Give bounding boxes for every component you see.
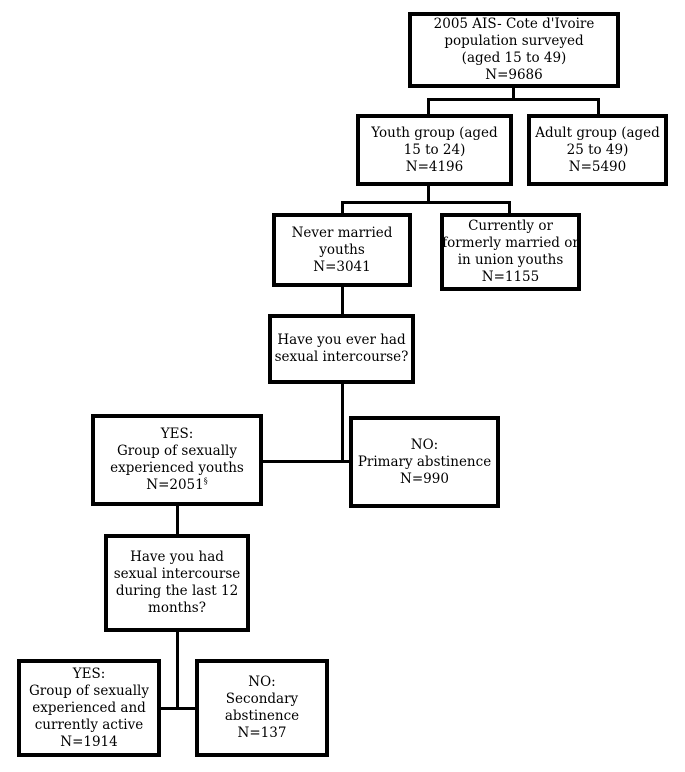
- node-yes1-count-text: N=2051: [146, 477, 204, 493]
- node-yes1-line-3: experienced youths: [110, 460, 244, 476]
- node-no2: NO: Secondary abstinence N=137: [195, 659, 329, 757]
- node-no1-line-2: Primary abstinence: [357, 453, 492, 470]
- node-yes2-line-1: YES:: [72, 665, 106, 682]
- node-survey-line-2: population surveyed: [444, 33, 584, 49]
- node-yes2-line-2: Group of sexually: [29, 682, 149, 699]
- node-never-married-line-2: youths: [319, 241, 365, 258]
- connector-survey-branch: [427, 98, 600, 101]
- node-no2-line-3: abstinence: [224, 708, 300, 724]
- connector-youth-branch: [341, 201, 511, 204]
- node-never-married-line-3: N=3041: [313, 258, 371, 275]
- node-adult-line-1: Adult group (aged: [535, 124, 660, 141]
- node-youth-line-2: 15 to 24): [403, 141, 466, 158]
- footnote-mark: §: [203, 476, 208, 486]
- node-question1-line-1: Have you ever had: [277, 332, 406, 348]
- node-question2-line-2: sexual intercourse: [113, 566, 241, 582]
- node-no2-line-1: NO:: [248, 674, 276, 690]
- node-question1: Have you ever had sexual intercourse?: [268, 314, 415, 384]
- node-survey-line-1: 2005 AIS- Cote d'Ivoire: [433, 16, 595, 32]
- node-youth: Youth group (aged 15 to 24) N=4196: [356, 114, 513, 186]
- node-yes1: YES: Group of sexually experienced youth…: [91, 414, 263, 506]
- connector-to-married: [508, 201, 511, 215]
- node-youth-line-3: N=4196: [405, 158, 464, 175]
- node-survey: 2005 AIS- Cote d'Ivoire population surve…: [408, 12, 620, 88]
- node-survey-line-4: N=9686: [485, 67, 543, 83]
- connector-yes1-to-question2: [176, 505, 179, 536]
- node-question2: Have you had sexual intercourse during t…: [104, 534, 250, 632]
- node-married-line-4: N=1155: [481, 269, 540, 285]
- node-never-married-line-1: Never married: [291, 224, 393, 241]
- node-yes2-line-5: N=1914: [60, 733, 118, 750]
- connector-never-married-to-question1: [341, 286, 344, 316]
- node-survey-line-3: (aged 15 to 49): [461, 50, 567, 66]
- node-no2-line-2: Secondary: [225, 691, 299, 707]
- node-no1: NO: Primary abstinence N=990: [349, 416, 500, 508]
- node-yes1-line-2: Group of sexually: [117, 443, 237, 459]
- connector-question1-branch: [261, 460, 361, 463]
- node-adult-line-3: N=5490: [568, 158, 627, 175]
- node-yes2-line-3: experienced and: [32, 699, 146, 716]
- node-yes1-line-1: YES:: [160, 426, 194, 442]
- connector-survey-down: [512, 86, 515, 100]
- connector-to-adult: [597, 98, 600, 116]
- node-no1-line-3: N=990: [400, 470, 449, 487]
- connector-question2-branch: [160, 707, 200, 710]
- connector-question1-down: [341, 382, 344, 462]
- node-never-married: Never married youths N=3041: [272, 213, 412, 287]
- node-question1-line-2: sexual intercourse?: [274, 349, 409, 365]
- connector-question2-down: [176, 630, 179, 710]
- node-yes2: YES: Group of sexually experienced and c…: [17, 659, 161, 757]
- node-married: Currently or formerly married or in unio…: [440, 213, 581, 291]
- node-adult-line-2: 25 to 49): [566, 141, 629, 158]
- node-adult: Adult group (aged 25 to 49) N=5490: [527, 114, 668, 186]
- node-question2-line-1: Have you had: [130, 549, 224, 565]
- node-married-line-3: in union youths: [457, 252, 564, 268]
- node-question2-line-3: during the last 12: [115, 583, 239, 599]
- connector-to-youth: [427, 98, 430, 116]
- connector-to-never-married: [341, 201, 344, 215]
- node-no2-line-4: N=137: [237, 725, 287, 741]
- node-youth-line-1: Youth group (aged: [371, 124, 498, 141]
- node-married-line-1: Currently or: [468, 218, 553, 234]
- node-married-line-2: formerly married or: [442, 235, 579, 251]
- connector-youth-down: [427, 185, 430, 203]
- node-question2-line-4: months?: [148, 600, 206, 616]
- node-yes1-count: N=2051§: [146, 477, 207, 494]
- node-yes2-line-4: currently active: [34, 716, 144, 733]
- node-no1-line-1: NO:: [410, 436, 439, 453]
